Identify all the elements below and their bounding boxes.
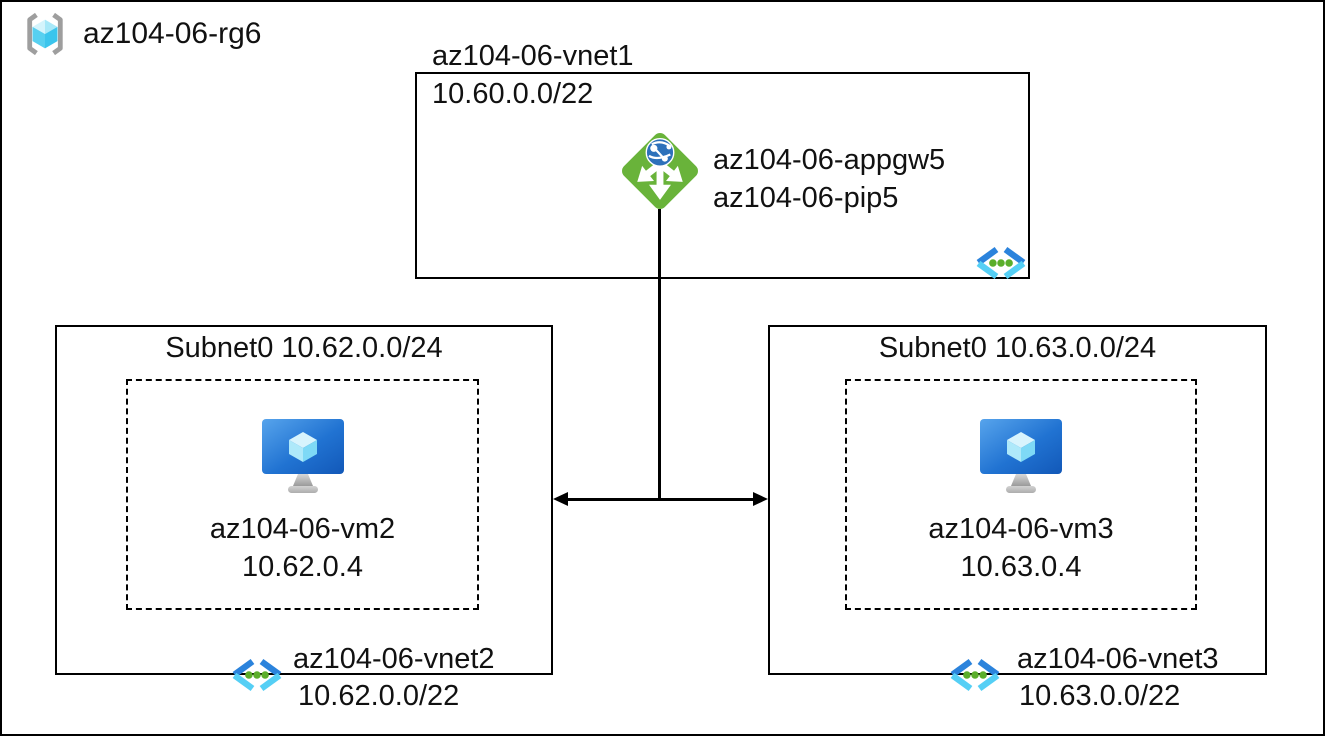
vm2-name-label: az104-06-vm2	[209, 513, 396, 545]
vnet-icon	[230, 656, 284, 694]
vnet3-box	[768, 325, 1267, 675]
subnet-left-dashed-boundary	[126, 379, 479, 610]
vm-icon	[979, 418, 1063, 496]
subnet-left-title: Subnet0 10.62.0.0/24	[165, 332, 443, 364]
arrowhead-right-icon	[753, 492, 768, 506]
vm3-ip-label: 10.63.0.4	[960, 551, 1082, 583]
vm3-name-label: az104-06-vm3	[928, 513, 1114, 545]
application-gateway-icon	[616, 127, 704, 215]
subnet-right-dashed-boundary	[845, 379, 1197, 610]
vm-icon	[261, 418, 345, 496]
connector-peering-horizontal-line	[567, 498, 754, 501]
connector-appgw-vertical-line	[658, 209, 661, 500]
vnet1-title: az104-06-vnet1	[432, 40, 634, 72]
resource-group-header: az104-06-rg6	[20, 12, 261, 56]
arrowhead-left-icon	[553, 492, 568, 506]
vnet1-cidr: 10.60.0.0/22	[432, 78, 594, 110]
subnet-right-title: Subnet0 10.63.0.0/24	[878, 332, 1157, 364]
resource-group-label: az104-06-rg6	[83, 17, 262, 50]
vnet-icon	[948, 656, 1002, 694]
vnet3-name-label: az104-06-vnet3	[1017, 643, 1219, 675]
appgw-name-label: az104-06-appgw5	[713, 144, 946, 176]
vnet2-box	[55, 325, 553, 675]
vnet3-cidr-label: 10.63.0.0/22	[1019, 680, 1181, 712]
pip-name-label: az104-06-pip5	[713, 182, 899, 214]
vnet1-box	[415, 72, 1030, 279]
vnet2-name-label: az104-06-vnet2	[293, 643, 495, 675]
resource-group-icon	[20, 12, 70, 56]
vnet2-cidr-label: 10.62.0.0/22	[298, 680, 460, 712]
vnet-icon	[974, 245, 1028, 281]
vm2-ip-label: 10.62.0.4	[242, 551, 363, 583]
